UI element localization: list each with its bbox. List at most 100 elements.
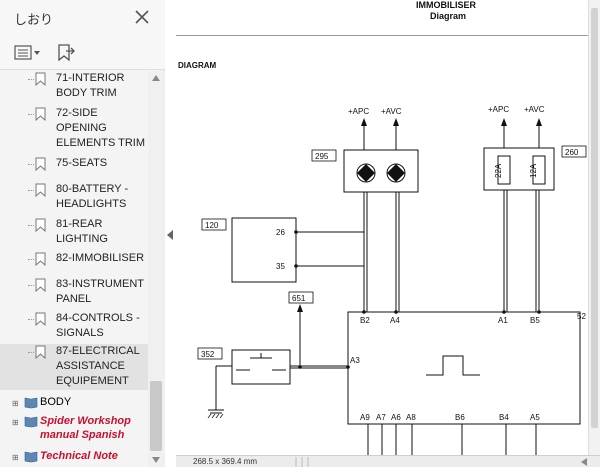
bookmark-label: 71-INTERIOR BODY TRIM xyxy=(56,72,125,99)
bookmarks-scrollbar[interactable] xyxy=(148,71,165,467)
bookmark-item[interactable]: 75-SEATS xyxy=(0,156,148,174)
bookmark-item-selected[interactable]: 87-ELECTRICAL ASSISTANCE EQUIPEMENT xyxy=(0,344,148,390)
fuse-12a xyxy=(532,155,546,185)
wiring-diagram: 295 120 651 352 260 52 +APC +AVC +APC +A… xyxy=(197,105,586,455)
component-ref: 120 xyxy=(205,221,219,230)
scroll-down-arrow-icon[interactable] xyxy=(152,457,160,463)
fuse-label: 22A xyxy=(494,163,503,178)
page-size-readout: 268.5 x 369.4 mm xyxy=(193,457,258,466)
tree-toggle[interactable]: ⊞ xyxy=(12,399,19,408)
bookmark-icon xyxy=(35,183,46,197)
tree-connector xyxy=(28,164,34,165)
expand-bookmark-icon[interactable] xyxy=(54,42,76,64)
bookmark-item[interactable]: 71-INTERIOR BODY TRIM xyxy=(0,71,148,101)
page-boundary xyxy=(176,35,600,36)
tree-connector xyxy=(28,114,34,115)
collapse-panel-arrow-icon[interactable] xyxy=(166,230,174,240)
supply-label: +APC xyxy=(348,107,369,116)
bookmark-icon xyxy=(35,278,46,292)
bookmark-icon xyxy=(35,72,46,86)
document-scrollbar[interactable] xyxy=(588,0,600,455)
bookmark-icon xyxy=(35,157,46,171)
bookmark-item[interactable]: 81-REAR LIGHTING xyxy=(0,217,148,247)
component-ref: 52 xyxy=(577,312,586,321)
bookmark-label: Technical Note xyxy=(40,450,118,462)
bookmark-label: 87-ELECTRICAL ASSISTANCE EQUIPEMENT xyxy=(56,345,140,387)
fuse-box xyxy=(483,147,555,191)
bookmark-item[interactable]: 83-INSTRUMENT PANEL xyxy=(0,277,148,307)
tree-connector xyxy=(28,225,34,226)
bookmark-item-body[interactable]: ⊞ BODY xyxy=(0,395,165,410)
pin-label: A1 xyxy=(498,316,508,325)
scroll-thumb[interactable] xyxy=(591,8,598,428)
pin-label: A5 xyxy=(530,413,540,422)
bookmark-label: Spider Workshop manual Spanish xyxy=(40,415,131,441)
bookmark-item-spider-manual[interactable]: ⊞ Spider Workshop manual Spanish xyxy=(0,414,165,444)
page-title: IMMOBILISER xyxy=(416,0,476,10)
component-ref: 295 xyxy=(315,152,329,161)
scroll-thumb[interactable] xyxy=(150,381,162,451)
supply-label: +APC xyxy=(488,105,509,114)
bookmarks-title: しおり xyxy=(14,12,54,27)
book-icon xyxy=(24,451,38,463)
pin-label: A7 xyxy=(376,413,386,422)
status-bar: 268.5 x 369.4 mm xyxy=(176,455,600,467)
book-icon xyxy=(24,397,38,409)
scroll-left-arrow-icon[interactable] xyxy=(581,458,587,466)
bookmark-label: 83-INSTRUMENT PANEL xyxy=(56,278,144,305)
pin-label: A9 xyxy=(360,413,370,422)
pin-label: A8 xyxy=(406,413,416,422)
bookmark-item[interactable]: 80-BATTERY - HEADLIGHTS xyxy=(0,182,148,212)
supply-label: +AVC xyxy=(381,107,402,116)
page-subtitle: Diagram xyxy=(430,11,467,21)
bookmarks-panel: しおり 71-INTERIOR BODY TRIM 72-SIDE OPENIN… xyxy=(0,0,165,467)
close-icon[interactable] xyxy=(133,8,151,26)
bookmark-item[interactable]: 72-SIDE OPENING ELEMENTS TRIM xyxy=(0,106,148,151)
bookmark-icon xyxy=(35,252,46,266)
options-menu-icon[interactable] xyxy=(14,44,42,62)
bookmark-item-technical-note[interactable]: ⊞ Technical Note xyxy=(0,449,165,464)
bookmark-label: BODY xyxy=(40,396,72,408)
tree-connector xyxy=(28,352,34,353)
bookmark-item[interactable]: 82-IMMOBILISER xyxy=(0,251,148,269)
pin-label: 26 xyxy=(276,228,285,237)
bookmark-label: 82-IMMOBILISER xyxy=(56,252,145,264)
book-icon xyxy=(24,416,38,428)
scroll-up-arrow-icon[interactable] xyxy=(152,75,160,81)
fuse-22a xyxy=(497,155,511,185)
supply-label: +AVC xyxy=(524,105,545,114)
pin-label: B2 xyxy=(360,316,370,325)
document-view[interactable]: IMMOBILISER Diagram DIAGRAM xyxy=(176,0,600,455)
bookmark-icon xyxy=(35,345,46,359)
transponder-box xyxy=(231,217,297,283)
tree-connector xyxy=(28,79,34,80)
bookmarks-toolbar xyxy=(0,36,165,70)
pin-label: A6 xyxy=(391,413,401,422)
component-ref: 352 xyxy=(201,350,215,359)
pin-label: B5 xyxy=(530,316,540,325)
tree-toggle[interactable]: ⊞ xyxy=(12,453,19,462)
bookmarks-tree: 71-INTERIOR BODY TRIM 72-SIDE OPENING EL… xyxy=(0,71,148,467)
tree-toggle[interactable]: ⊞ xyxy=(12,418,19,427)
section-heading: DIAGRAM xyxy=(178,61,217,70)
fuse-label: 12A xyxy=(529,163,538,178)
pin-label: A3 xyxy=(350,356,360,365)
pin-label: A4 xyxy=(390,316,400,325)
pin-label: B6 xyxy=(455,413,465,422)
bookmark-icon xyxy=(35,312,46,326)
status-separators xyxy=(295,457,309,467)
ecu-box xyxy=(347,311,581,425)
switch-box xyxy=(231,349,291,385)
bookmark-item[interactable]: 84-CONTROLS - SIGNALS xyxy=(0,311,148,341)
bookmark-label: 81-REAR LIGHTING xyxy=(56,218,108,245)
tree-connector xyxy=(28,319,34,320)
bookmark-label: 75-SEATS xyxy=(56,157,108,169)
tree-connector xyxy=(28,259,34,260)
bookmark-label: 84-CONTROLS - SIGNALS xyxy=(56,312,140,339)
bookmark-icon xyxy=(35,107,46,121)
component-ref: 260 xyxy=(565,148,579,157)
bookmarks-header: しおり xyxy=(0,0,165,36)
pin-label: 35 xyxy=(276,262,285,271)
lamp-unit-box xyxy=(343,149,419,193)
pin-label: B4 xyxy=(499,413,509,422)
